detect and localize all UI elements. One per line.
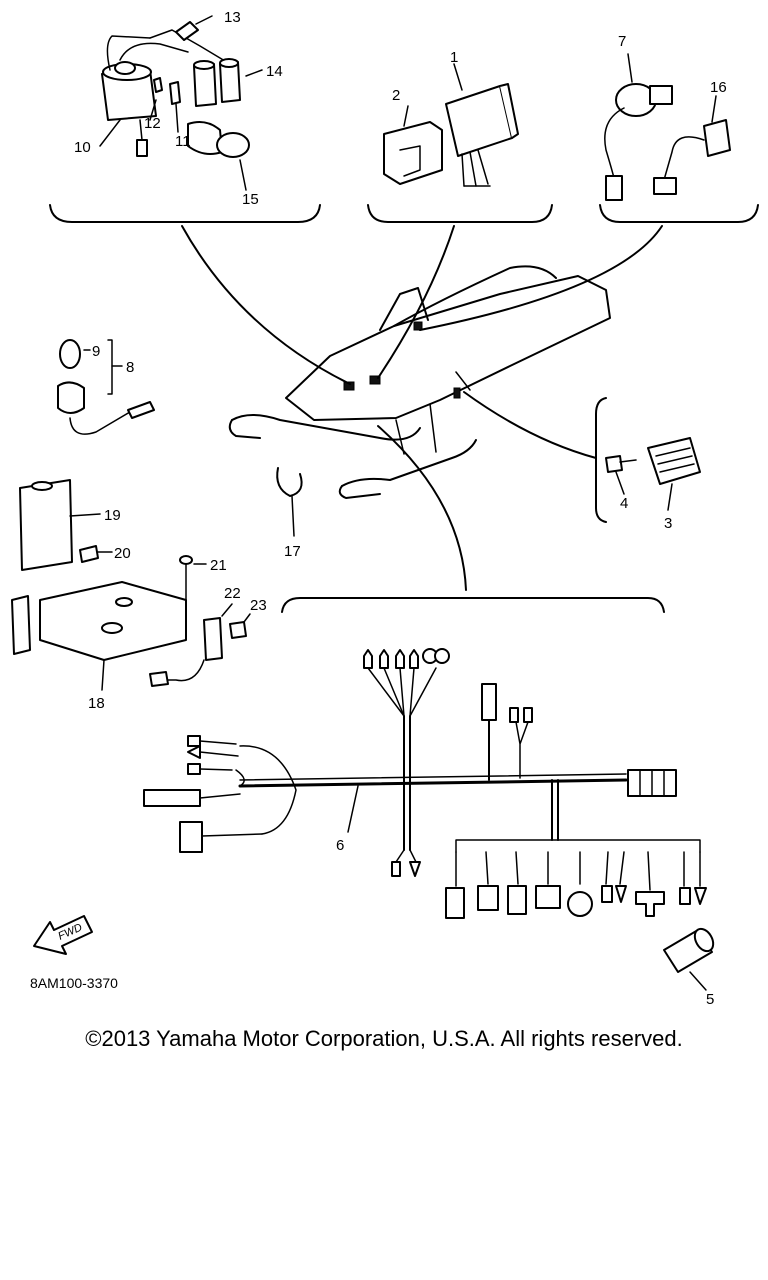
callout-20: 20 bbox=[114, 545, 131, 562]
callout-21: 21 bbox=[210, 557, 227, 574]
cdi-unit-assembly bbox=[383, 63, 519, 187]
callout-14: 14 bbox=[266, 63, 283, 80]
callout-5: 5 bbox=[706, 991, 714, 1008]
tail-light-assembly bbox=[57, 339, 155, 435]
part-5-fitting bbox=[663, 927, 715, 991]
callout-6: 6 bbox=[336, 837, 344, 854]
callout-10: 10 bbox=[74, 139, 91, 156]
clamp-part bbox=[276, 467, 303, 537]
callout-17: 17 bbox=[284, 543, 301, 560]
callout-16: 16 bbox=[710, 79, 727, 96]
ignition-coil-assembly bbox=[99, 15, 263, 191]
callout-19: 19 bbox=[104, 507, 121, 524]
callout-2: 2 bbox=[392, 87, 400, 104]
callout-18: 18 bbox=[88, 695, 105, 712]
callout-1: 1 bbox=[450, 49, 458, 66]
callout-8: 8 bbox=[126, 359, 134, 376]
voltage-regulator-assembly bbox=[595, 397, 701, 523]
callout-15: 15 bbox=[242, 191, 259, 208]
callout-3: 3 bbox=[664, 515, 672, 532]
main-switch-assembly bbox=[604, 53, 731, 201]
top-right-group-bracket bbox=[599, 204, 759, 223]
snowmobile-outline bbox=[228, 265, 611, 499]
callout-23: 23 bbox=[250, 597, 267, 614]
callout-13: 13 bbox=[224, 9, 241, 26]
callout-22: 22 bbox=[224, 585, 241, 602]
callout-9: 9 bbox=[92, 343, 100, 360]
callout-12: 12 bbox=[144, 115, 161, 132]
forward-arrow-icon: FWD bbox=[33, 915, 93, 955]
leader-lines bbox=[181, 225, 663, 591]
copyright-notice: ©2013 Yamaha Motor Corporation, U.S.A. A… bbox=[85, 1026, 683, 1051]
top-middle-group-bracket bbox=[367, 204, 553, 223]
callout-7: 7 bbox=[618, 33, 626, 50]
callout-11: 11 bbox=[175, 133, 191, 150]
electrical-parts-diagram: 13 14 10 12 11 15 1 2 7 16 bbox=[11, 9, 759, 1008]
bracket-assembly bbox=[11, 479, 251, 691]
wire-harness-assembly bbox=[143, 597, 707, 919]
part-code-label: 8AM100-3370 bbox=[30, 975, 118, 991]
callout-4: 4 bbox=[620, 495, 628, 512]
top-left-group-bracket bbox=[49, 204, 321, 223]
